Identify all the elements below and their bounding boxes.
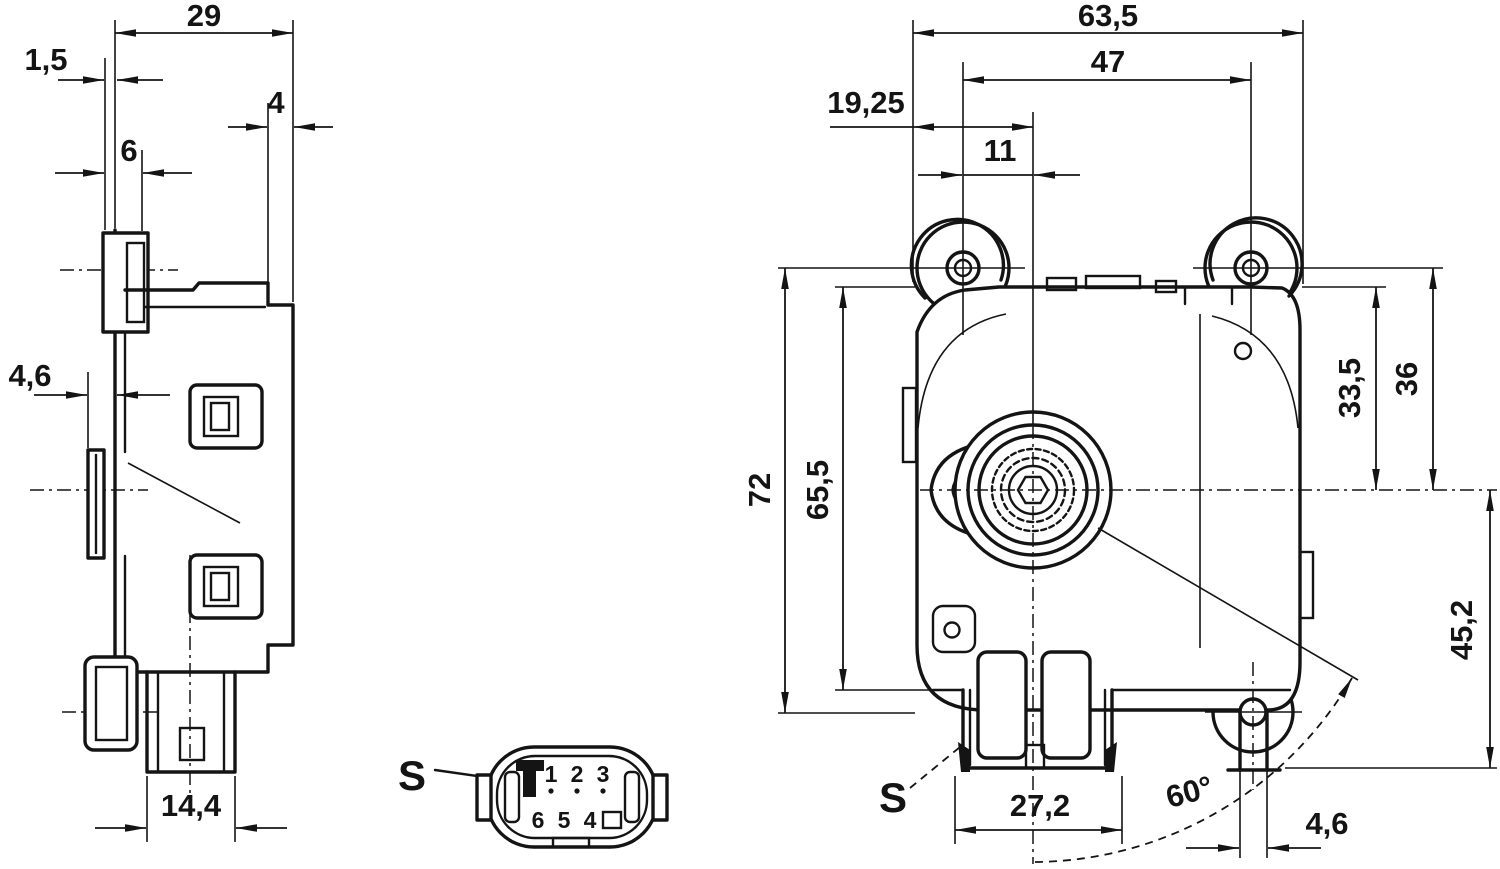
leader-line: [909, 746, 961, 789]
terminal-window: [976, 650, 1028, 760]
shroud-foot: [958, 742, 970, 772]
dim-shaft-y1-label: 33,5: [1332, 358, 1367, 418]
dim-flange-label: 1,5: [24, 42, 67, 77]
dim-shaft-y2-label: 36: [1389, 362, 1424, 396]
dim-clip-label: 4,6: [8, 358, 51, 393]
dim-connector-width-label: 14,4: [161, 788, 222, 823]
section-label-s: S: [398, 752, 426, 799]
side-view: 29 1,5 4 6 4,6 14,4: [8, 0, 333, 842]
polarization-key: [516, 760, 544, 797]
dim-slot-label: 4,6: [1305, 806, 1348, 841]
connector-shroud-profile: [145, 670, 237, 774]
pin-6-label: 6: [532, 807, 545, 833]
pin-3-label: 3: [597, 761, 610, 787]
edge-latch-left: [901, 386, 918, 464]
terminal-window: [1040, 650, 1092, 760]
housing-profile: [123, 281, 295, 674]
dim-depth-label: 29: [187, 0, 221, 33]
dim-shaft-x-label: 19,25: [827, 85, 905, 120]
front-view: 63,5 47 19,25 11 72 65,5 33,5 36 45,2: [742, 0, 1497, 864]
dim-hub-label: 6: [120, 133, 137, 168]
top-tab: [1154, 279, 1178, 294]
dim-shaft-to-base-label: 45,2: [1444, 600, 1479, 660]
vent-hole: [1233, 341, 1253, 361]
latch-lower: [188, 553, 264, 620]
dim-face-label: 4: [267, 85, 285, 120]
dim-body-height-label: 65,5: [800, 460, 835, 520]
dim-angle-label: 60°: [1162, 769, 1216, 815]
pin-dot: [548, 788, 554, 794]
top-tab: [1045, 276, 1078, 292]
pin-4-label: 4: [584, 807, 597, 833]
connector-detail-view: S 1 2 3 6 5 4: [398, 745, 669, 849]
pin-dot: [574, 788, 580, 794]
dim-width-label: 63,5: [1078, 0, 1138, 33]
section-marker-s: S: [879, 774, 907, 821]
connector-side-tab: [475, 773, 493, 822]
dim-hole-pitch-label: 47: [1091, 44, 1125, 79]
upper-tab-profile: [101, 231, 150, 334]
pin-dot: [600, 788, 606, 794]
output-hex: [1016, 475, 1050, 505]
edge-latch-right: [1298, 550, 1315, 620]
top-step: [1183, 285, 1234, 306]
shroud-foot: [1105, 742, 1117, 772]
lower-clip-profile: [83, 655, 139, 752]
dim-shaft-to-hole-label: 11: [984, 133, 1017, 168]
connector-side-tab: [651, 773, 669, 822]
pin-5-label: 5: [558, 807, 571, 833]
top-tab: [1084, 274, 1142, 290]
latch-upper: [188, 383, 264, 450]
dim-connector-label: 27,2: [1010, 788, 1070, 823]
index-notch: [601, 810, 623, 830]
pin-2-label: 2: [571, 761, 584, 787]
pin-1-label: 1: [545, 761, 558, 787]
screw-boss: [931, 604, 977, 654]
dim-height-label: 72: [742, 473, 777, 507]
